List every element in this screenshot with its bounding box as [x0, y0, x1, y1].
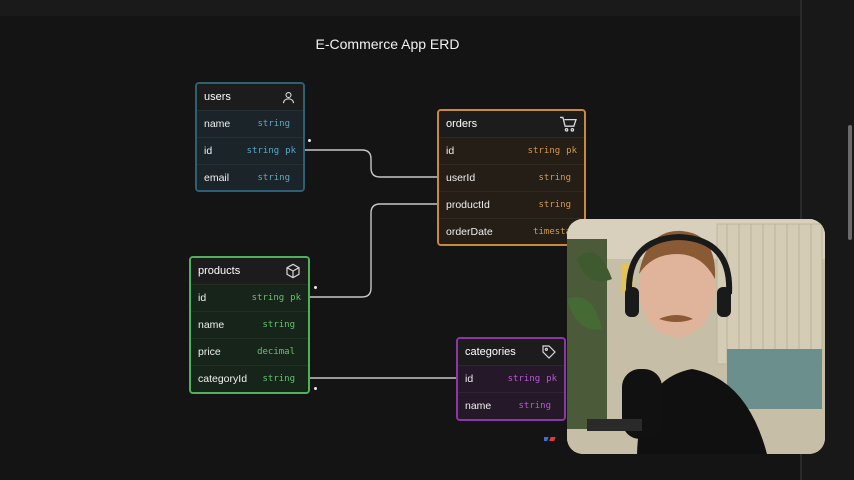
- field-name: id: [465, 373, 474, 385]
- pk-badge: pk: [290, 293, 301, 303]
- field-name: orderDate: [446, 226, 493, 238]
- diagram-title: E-Commerce App ERD: [315, 36, 460, 52]
- pk-badge: pk: [566, 146, 577, 156]
- field-row[interactable]: userId string: [439, 164, 584, 191]
- field-name: id: [198, 292, 207, 304]
- brand-mark-icon: [544, 437, 556, 441]
- entity-name: users: [204, 91, 231, 103]
- field-row[interactable]: name string: [197, 110, 303, 137]
- edge-endpoint-dot: [314, 387, 317, 390]
- field-row[interactable]: orderDate timesta: [439, 218, 584, 244]
- field-type: string: [262, 374, 295, 384]
- field-name: price: [198, 346, 221, 358]
- entity-header[interactable]: categories: [458, 339, 564, 365]
- field-row[interactable]: productId string: [439, 191, 584, 218]
- edge-endpoint-dot: [314, 286, 317, 289]
- field-type: timesta: [533, 227, 571, 237]
- field-row[interactable]: email string: [197, 164, 303, 190]
- scrollbar-thumb[interactable]: [848, 125, 852, 240]
- field-type: string: [257, 119, 290, 129]
- field-name: id: [446, 145, 455, 157]
- box-icon: [285, 263, 301, 279]
- field-row[interactable]: price decimal: [191, 338, 308, 365]
- field-type: string: [257, 173, 290, 183]
- entity-header[interactable]: products: [191, 258, 308, 284]
- field-name: productId: [446, 199, 490, 211]
- field-row[interactable]: name string: [191, 311, 308, 338]
- tag-icon: [541, 344, 557, 360]
- entity-name: products: [198, 265, 241, 277]
- edge-endpoint-dot: [308, 139, 311, 142]
- field-type: string: [518, 401, 551, 411]
- field-name: name: [204, 118, 231, 130]
- cart-icon: [559, 116, 577, 132]
- field-name: name: [465, 400, 492, 412]
- entity-header[interactable]: orders: [439, 111, 584, 137]
- webcam-image: [567, 219, 825, 454]
- entity-header[interactable]: users: [197, 84, 303, 110]
- field-type: decimal: [257, 347, 295, 357]
- field-type: string: [538, 200, 571, 210]
- field-row[interactable]: categoryId string: [191, 365, 308, 392]
- top-bar: [0, 0, 800, 16]
- field-name: userId: [446, 172, 476, 184]
- user-icon: [281, 90, 296, 105]
- pk-badge: pk: [285, 146, 296, 156]
- presenter-webcam: [567, 219, 825, 454]
- field-name: name: [198, 319, 225, 331]
- field-type: string: [262, 320, 295, 330]
- field-type: string: [538, 173, 571, 183]
- entity-name: orders: [446, 118, 478, 130]
- entity-name: categories: [465, 346, 516, 358]
- field-name: id: [204, 145, 213, 157]
- pk-badge: pk: [546, 374, 557, 384]
- field-row[interactable]: name string: [458, 392, 564, 419]
- field-name: categoryId: [198, 373, 248, 385]
- field-name: email: [204, 172, 230, 184]
